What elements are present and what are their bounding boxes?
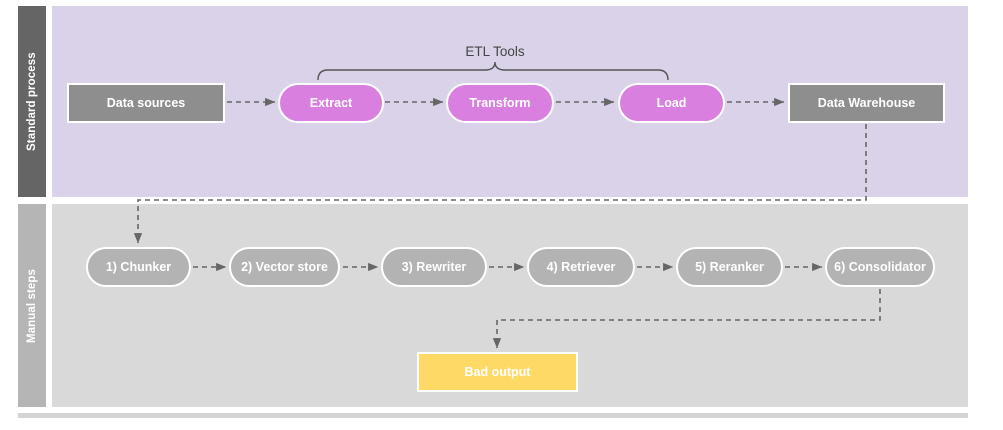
node-consolidator[interactable]: 6) Consolidator xyxy=(825,247,935,287)
node-transform[interactable]: Transform xyxy=(446,83,554,123)
node-load[interactable]: Load xyxy=(618,83,725,123)
node-rewriter[interactable]: 3) Rewriter xyxy=(381,247,487,287)
node-vector-store[interactable]: 2) Vector store xyxy=(229,247,340,287)
node-bad-output[interactable]: Bad output xyxy=(417,352,578,392)
node-chunker[interactable]: 1) Chunker xyxy=(86,247,191,287)
lane-label-standard-process: Standard process xyxy=(18,6,46,197)
node-data-sources[interactable]: Data sources xyxy=(67,83,225,123)
etl-tools-annotation-label: ETL Tools xyxy=(465,44,525,59)
node-extract[interactable]: Extract xyxy=(278,83,384,123)
node-retriever[interactable]: 4) Retriever xyxy=(527,247,635,287)
lane-label-manual-steps: Manual steps xyxy=(18,204,46,407)
node-reranker[interactable]: 5) Reranker xyxy=(676,247,783,287)
bottom-divider xyxy=(18,413,968,418)
node-data-warehouse[interactable]: Data Warehouse xyxy=(788,83,945,123)
